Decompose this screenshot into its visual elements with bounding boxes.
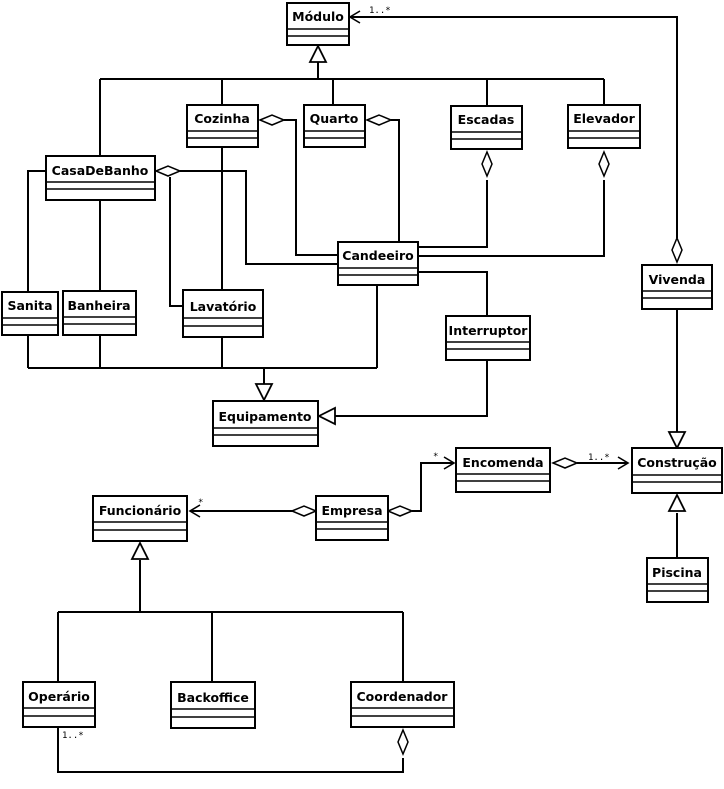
arrowhead-construcao [617, 456, 630, 470]
arrowhead-funcionario [188, 504, 201, 518]
edge-vivenda-modulo-aggregation [350, 16, 678, 238]
edge-escadas-candeeiro-aggregation [418, 180, 488, 248]
multiplicity-empresa-funcionario: * [198, 498, 203, 508]
edge-casadebanho-lavatorio-aggregation [169, 177, 183, 307]
class-name: Quarto [310, 111, 359, 126]
edge-casadebanho-sanita-aggregation [27, 170, 46, 292]
multiplicity-empresa-encomenda: * [433, 452, 438, 462]
class-name: Candeeiro [342, 248, 414, 263]
aggregation-diamond-escadas [481, 150, 493, 178]
aggregation-diamond-encomenda [551, 457, 579, 469]
class-name: Sanita [7, 298, 52, 313]
class-name: Escadas [458, 112, 515, 127]
class-name: Cozinha [194, 111, 250, 126]
class-box-candeeiro[interactable]: Candeeiro [337, 241, 419, 286]
class-box-interruptor[interactable]: Interruptor [445, 315, 531, 361]
edge-empresa-encomenda-aggregation [412, 462, 454, 512]
class-box-banheira[interactable]: Banheira [62, 290, 137, 336]
class-name: Empresa [321, 503, 382, 518]
multiplicity-modulo-vivenda: 1..* [369, 6, 391, 16]
class-box-vivenda[interactable]: Vivenda [641, 264, 713, 310]
edge-elevador-candeeiro-aggregation [418, 180, 605, 257]
class-box-piscina[interactable]: Piscina [646, 557, 709, 603]
edge-quarto-candeeiro-aggregation [391, 119, 400, 242]
class-name: Módulo [292, 9, 344, 24]
generalization-triangle-modulo [308, 43, 328, 63]
markers [130, 10, 687, 756]
aggregation-diamond-cozinha [258, 114, 286, 126]
class-box-construcao[interactable]: Construção [631, 447, 723, 494]
class-name: Interruptor [449, 323, 529, 338]
edge-candeeiro-interruptor [418, 271, 488, 316]
class-name: Lavatório [190, 299, 257, 314]
class-box-equipamento[interactable]: Equipamento [212, 400, 319, 447]
multiplicities: 1..* * 1..* * 1..* [62, 6, 610, 741]
multiplicity-encomenda-construcao: 1..* [588, 453, 610, 463]
arrowhead-encomenda [443, 456, 456, 470]
aggregation-diamond-casadebanho [154, 165, 182, 177]
class-name: CasaDeBanho [52, 163, 149, 178]
class-box-modulo[interactable]: Módulo [286, 2, 350, 46]
class-name: Backoffice [177, 690, 249, 705]
class-name: Elevador [573, 111, 635, 126]
class-box-lavatorio[interactable]: Lavatório [182, 289, 264, 338]
class-box-coordenador[interactable]: Coordenador [350, 681, 455, 728]
class-box-funcionario[interactable]: Funcionário [92, 495, 188, 542]
class-name: Coordenador [357, 689, 449, 704]
class-box-casadebanho[interactable]: CasaDeBanho [45, 155, 156, 201]
class-box-quarto[interactable]: Quarto [303, 104, 366, 148]
class-box-backoffice[interactable]: Backoffice [170, 681, 256, 729]
class-name: Construção [637, 455, 717, 470]
multiplicity-coordenador-operario: 1..* [62, 731, 84, 741]
aggregation-diamond-vivenda [671, 236, 683, 264]
class-box-encomenda[interactable]: Encomenda [455, 447, 551, 493]
generalization-triangle-equipamento-interruptor [316, 406, 336, 426]
class-name: Encomenda [462, 455, 543, 470]
class-name: Banheira [67, 298, 130, 313]
class-box-escadas[interactable]: Escadas [450, 105, 523, 150]
generalization-triangle-funcionario [130, 540, 150, 560]
aggregation-diamond-empresa-right [386, 505, 414, 517]
aggregation-diamond-coordenador [397, 728, 409, 756]
generalization-triangle-construcao-vivenda [667, 431, 687, 451]
class-box-sanita[interactable]: Sanita [1, 291, 59, 336]
class-box-cozinha[interactable]: Cozinha [186, 104, 259, 148]
generalization-triangle-construcao-piscina [667, 492, 687, 512]
class-name: Funcionário [99, 503, 182, 518]
class-name: Operário [28, 689, 90, 704]
edge-cozinha-candeeiro-aggregation [284, 119, 338, 256]
edge-casadebanho-candeeiro-aggregation [180, 170, 338, 265]
class-box-elevador[interactable]: Elevador [567, 104, 641, 149]
class-name: Equipamento [218, 409, 311, 424]
aggregation-diamond-elevador [598, 150, 610, 178]
edge-coordenador-operario-aggregation [57, 728, 404, 773]
class-box-empresa[interactable]: Empresa [315, 495, 389, 541]
generalization-triangle-equipamento [254, 383, 274, 403]
aggregation-diamond-quarto [365, 114, 393, 126]
class-name: Vivenda [649, 272, 706, 287]
edge-interruptor-to-equipamento [335, 361, 488, 417]
aggregation-diamond-empresa-left [290, 505, 318, 517]
class-name: Piscina [652, 565, 702, 580]
class-box-operario[interactable]: Operário [22, 681, 96, 728]
edges [27, 16, 678, 773]
